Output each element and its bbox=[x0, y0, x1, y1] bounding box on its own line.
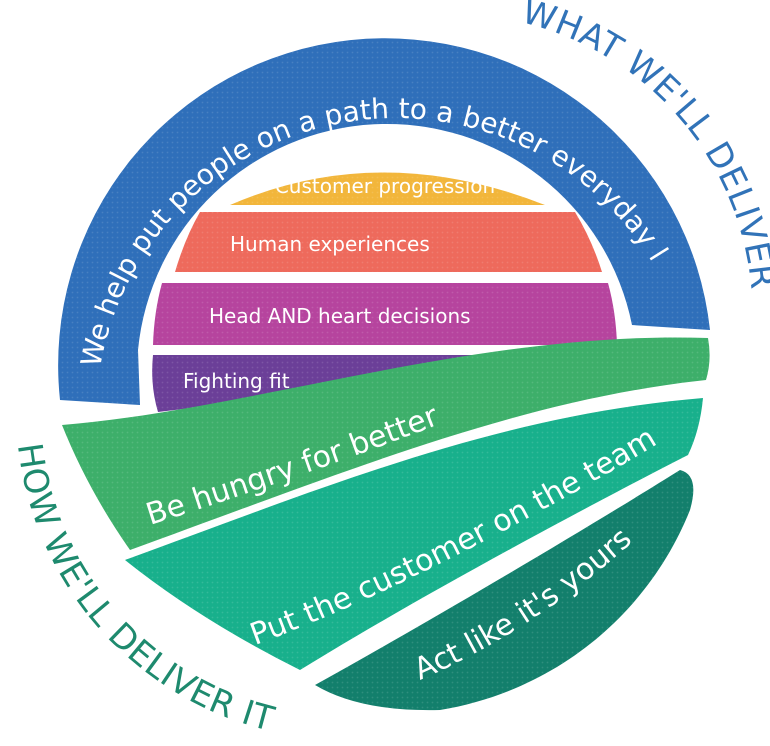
tier-head-heart-decisions-label: Head AND heart decisions bbox=[209, 304, 471, 328]
tier-customer-progression-label: Customer progression bbox=[275, 174, 495, 198]
tier-fighting-fit-label: Fighting fit bbox=[183, 369, 290, 393]
tier-human-experiences-label: Human experiences bbox=[230, 232, 430, 256]
